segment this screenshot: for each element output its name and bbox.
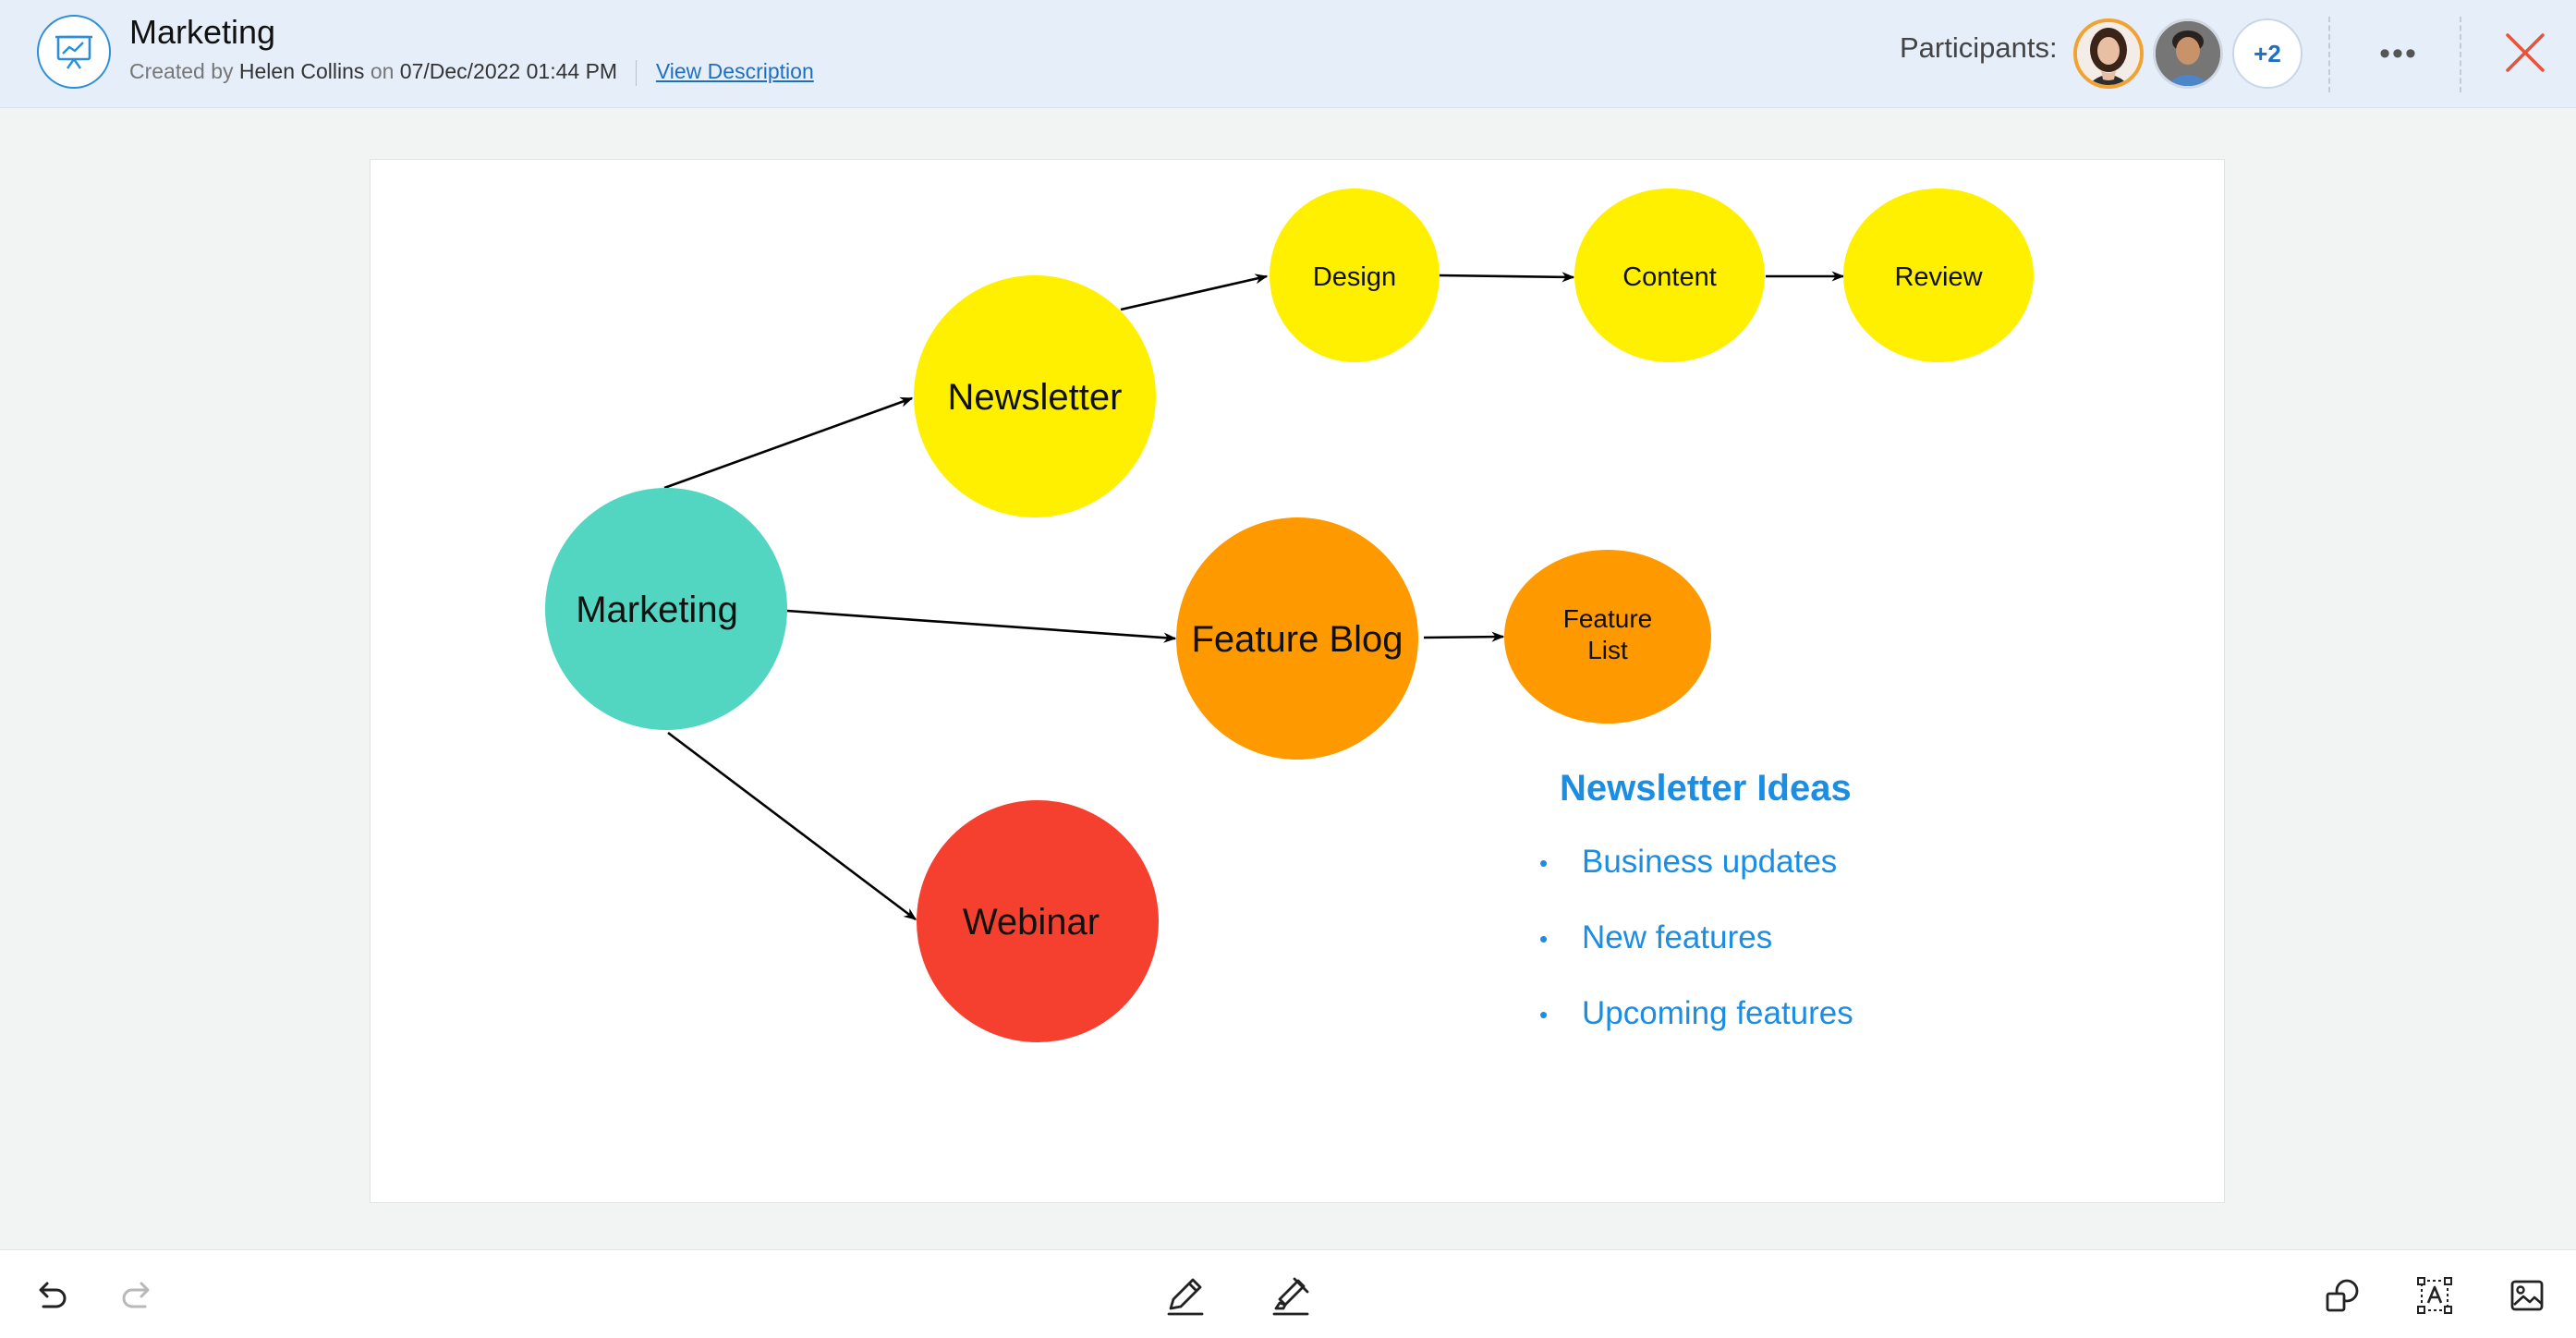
connector-feature-blog-feature-list[interactable] [1423, 631, 1505, 642]
more-options-icon[interactable]: ••• [2379, 35, 2418, 71]
on-word: on [370, 59, 395, 83]
highlighter-icon[interactable] [1262, 1267, 1319, 1324]
mind-map: Marketing Newsletter Design Content Revi… [545, 189, 2034, 1042]
participants-label: Participants: [1900, 31, 2058, 64]
node-newsletter[interactable]: Newsletter [914, 275, 1156, 517]
node-label: List [1587, 636, 1628, 664]
node-label: Feature Blog [1191, 619, 1403, 660]
connector-newsletter-design[interactable] [1120, 274, 1269, 311]
node-review[interactable]: Review [1843, 189, 2034, 362]
more-participants-button[interactable]: +2 [2232, 18, 2303, 89]
connector-marketing-newsletter[interactable] [663, 396, 914, 490]
author-name: Helen Collins [238, 59, 365, 83]
ideas-title[interactable]: Newsletter Ideas [1560, 768, 1852, 809]
created-by-prefix: Created by [129, 59, 234, 83]
node-label: Webinar [963, 902, 1100, 943]
board-title: Marketing [129, 13, 276, 51]
bullet-icon: • [1539, 925, 1549, 953]
board-meta: Created by Helen Collins on 07/Dec/2022 … [129, 59, 814, 86]
connector-marketing-feature-blog[interactable] [786, 609, 1177, 643]
node-feature-list[interactable]: Feature List [1504, 550, 1711, 724]
created-date: 07/Dec/2022 01:44 PM [399, 59, 618, 83]
avatar[interactable] [2073, 18, 2144, 89]
close-icon[interactable] [2495, 22, 2556, 83]
connector-design-content[interactable] [1438, 272, 1575, 283]
redo-icon[interactable] [109, 1267, 166, 1324]
list-item: • Business updates [1539, 844, 1853, 919]
list-item: • New features [1539, 919, 1853, 995]
node-label: Content [1622, 262, 1717, 292]
node-label: Feature [1563, 604, 1653, 633]
image-icon[interactable] [2498, 1267, 2556, 1324]
node-marketing[interactable]: Marketing [545, 488, 787, 730]
whiteboard-canvas[interactable]: Marketing Newsletter Design Content Revi… [370, 159, 2225, 1203]
node-webinar[interactable]: Webinar [917, 800, 1159, 1042]
ideas-list[interactable]: • Business updates • New features • Upcomin… [1539, 844, 1853, 1071]
header-divider [2328, 17, 2330, 92]
node-label: Marketing [576, 590, 738, 630]
node-label: Design [1313, 262, 1396, 292]
node-label: Newsletter [948, 377, 1123, 418]
bottom-toolbar [0, 1249, 2576, 1338]
undo-icon[interactable] [22, 1267, 79, 1324]
header-bar: Marketing Created by Helen Collins on 07… [0, 0, 2576, 108]
view-description-link[interactable]: View Description [655, 59, 814, 83]
bullet-icon: • [1539, 1001, 1549, 1028]
meta-divider [636, 59, 638, 86]
text-icon[interactable] [2406, 1267, 2463, 1324]
node-content[interactable]: Content [1574, 189, 1765, 362]
pen-icon[interactable] [1157, 1267, 1214, 1324]
node-label: Review [1894, 262, 1983, 292]
list-item-text: New features [1582, 919, 1773, 955]
list-item-text: Business updates [1582, 844, 1838, 880]
connector-marketing-webinar[interactable] [667, 731, 917, 921]
node-feature-blog[interactable]: Feature Blog [1176, 517, 1418, 760]
list-item: • Upcoming features [1539, 995, 1853, 1071]
header-divider [2460, 17, 2461, 92]
whiteboard-icon [37, 15, 111, 89]
list-item-text: Upcoming features [1582, 995, 1853, 1031]
node-design[interactable]: Design [1270, 189, 1440, 362]
bullet-icon: • [1539, 849, 1549, 877]
avatar[interactable] [2153, 18, 2223, 89]
shapes-icon[interactable] [2314, 1267, 2371, 1324]
